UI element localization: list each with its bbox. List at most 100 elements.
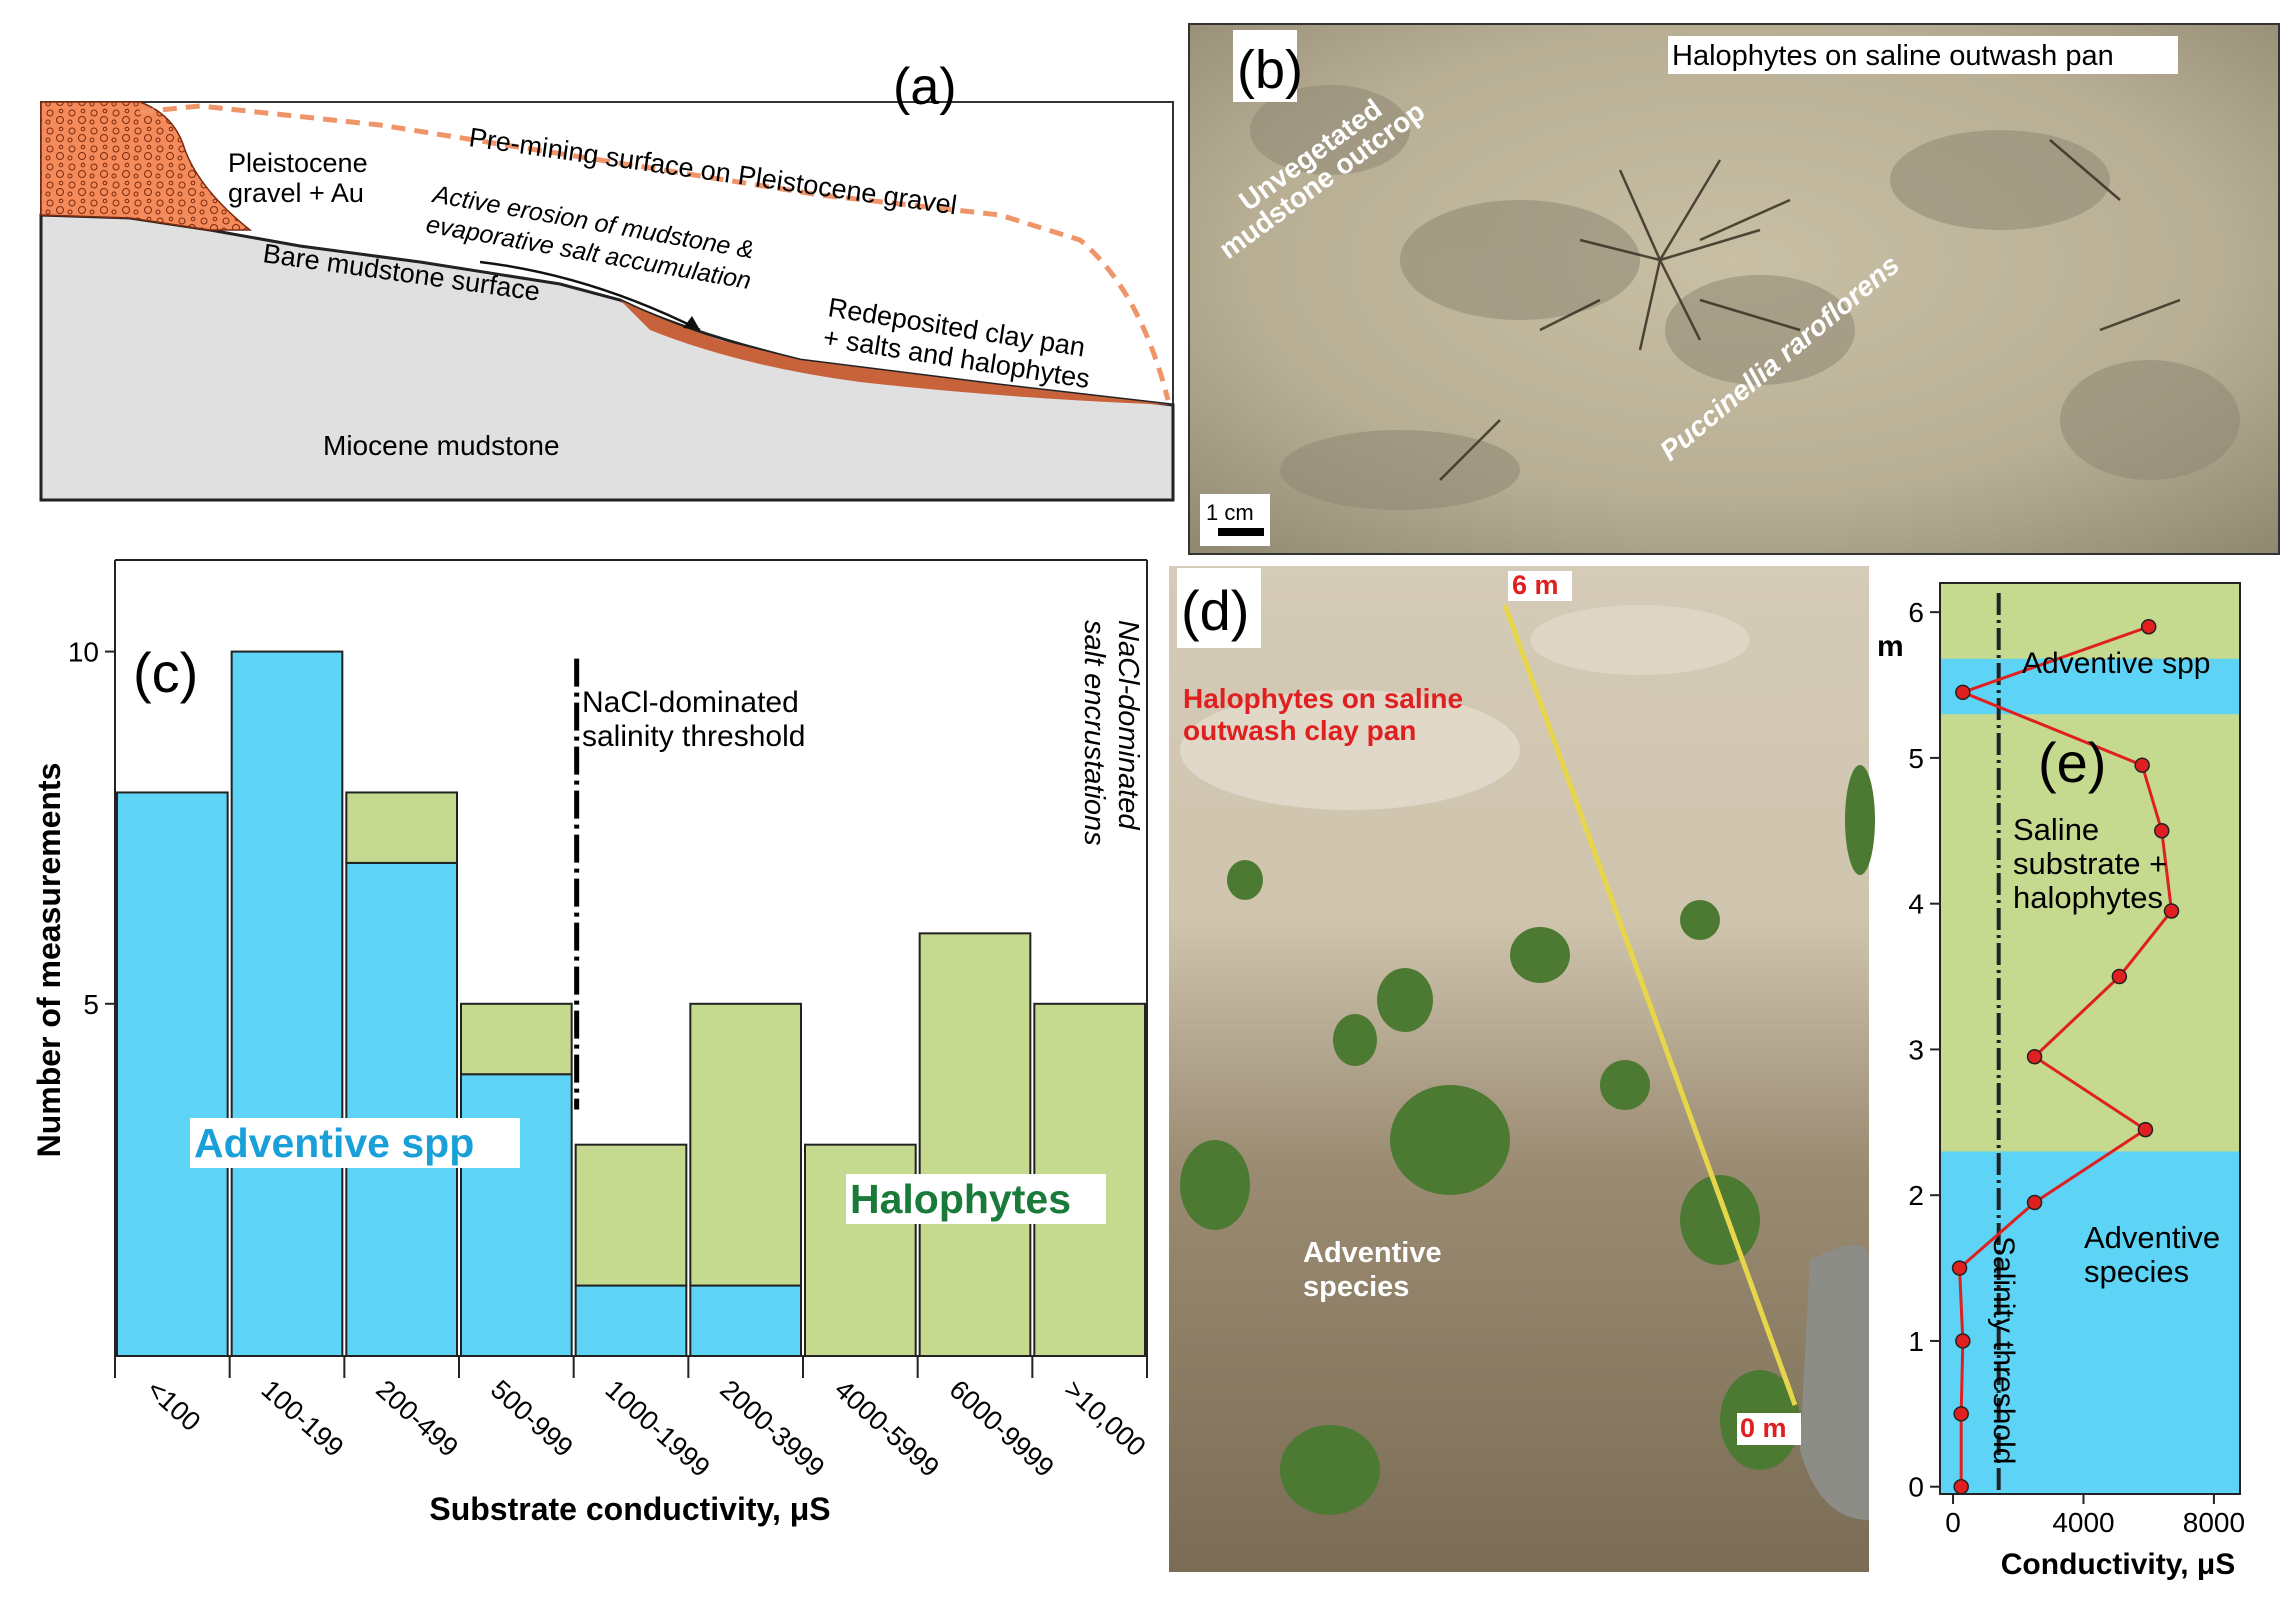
bar-halophytes-3 (460, 1002, 573, 1076)
profile-point-8 (2026, 1194, 2043, 1211)
x-tick-label-5: 2000-3999 (714, 1374, 830, 1483)
chart-c-y-ticks: 5 10 (68, 637, 115, 1020)
x-tick-label-8: >10,000 (1058, 1374, 1151, 1462)
photo-d-clay-pan (1180, 690, 1520, 810)
e-y-tick-label-4: 4 (1908, 889, 1924, 920)
encrust-label-line2: salt encrustations (1078, 620, 1110, 846)
e-y-tick-label-2: 2 (1908, 1180, 1924, 1211)
panel-d-letter: (d) (1181, 579, 1249, 642)
bar-adventive-2 (345, 861, 459, 1357)
adventive-band-label: Adventive spp (2022, 647, 2210, 680)
profile-point-3 (2153, 823, 2170, 839)
y-tick-label-0: 5 (83, 989, 99, 1020)
x-tick-label-2: 200-499 (370, 1374, 464, 1463)
adventive-photo-label-line1: Adventive (1303, 1237, 1442, 1269)
pleistocene-gravel-body (40, 101, 253, 231)
e-y-tick-label-0: 0 (1908, 1472, 1924, 1503)
panel-b-title-bg (1668, 36, 2178, 74)
panel-b-letter-bg (1233, 30, 1297, 102)
tape-top-label-bg (1508, 571, 1572, 601)
profile-point-4 (2163, 903, 2180, 919)
panel-b-title: Halophytes on saline outwash pan (1672, 40, 2114, 72)
chart-e-y-ticks: 0 1 2 3 4 5 6 (1908, 597, 1940, 1503)
halophytes-photo-label-line1: Halophytes on saline (1183, 683, 1463, 714)
profile-point-5 (2111, 968, 2128, 985)
adventive-label-bg (190, 1118, 520, 1168)
photo-b-plant-stems (1439, 139, 2181, 481)
redeposited-clay-pan (620, 300, 1173, 405)
bar-adventive-4 (574, 1284, 688, 1357)
chart-c-bars (116, 650, 1147, 1358)
e-y-tick-label-5: 5 (1908, 743, 1924, 774)
profile-point-12 (1953, 1478, 1969, 1495)
panel-e-letter: (e) (2038, 731, 2106, 794)
conductivity-profile-points (1951, 618, 2180, 1495)
photo-d-measuring-tape (1502, 604, 1798, 1406)
photo-b-texture (1250, 85, 2240, 510)
e-y-tick-label-3: 3 (1908, 1034, 1924, 1065)
adventive-lower-band (1940, 1151, 2240, 1494)
bar-halophytes-4 (574, 1143, 688, 1287)
halophytes-label-bg (846, 1174, 1106, 1224)
tape-6m-label: 6 m (1512, 570, 1559, 600)
scale-bar (1218, 528, 1264, 536)
chart-c-y-axis-label: Number of measurements (31, 763, 67, 1158)
erosion-arrow-head (683, 316, 700, 330)
bar-halophytes-2 (345, 791, 459, 864)
adventive-species-label-line1: Adventive (2084, 1220, 2220, 1255)
gravel-label-line2: gravel + Au (228, 178, 364, 208)
saline-label-line1: Saline (2013, 812, 2099, 847)
gravel-label-line1: Pleistocene (228, 148, 368, 178)
x-tick-label-0: <100 (141, 1374, 206, 1437)
bar-halophytes-5 (689, 1002, 802, 1287)
panel-a-letter: (a) (893, 58, 957, 116)
bar-adventive-3 (460, 1073, 573, 1357)
panel-d: (d) 6 m 0 m Halophytes on saline outwash… (1169, 566, 1875, 1572)
photo-d-clay-pan-2 (1530, 605, 1750, 675)
e-y-tick-label-6: 6 (1908, 597, 1924, 628)
x-tick-label-1: 100-199 (256, 1374, 350, 1463)
y-tick-label-1: 10 (68, 637, 99, 668)
scale-bar-bg (1200, 494, 1270, 546)
profile-point-2 (2134, 757, 2150, 773)
panel-c-letter: (c) (133, 641, 198, 704)
halophytes-photo-label-line2: outwash clay pan (1183, 715, 1416, 746)
bar-adventive-1 (230, 650, 344, 1357)
e-x-tick-label-2: 8000 (2183, 1507, 2245, 1538)
profile-point-7 (2137, 1121, 2154, 1138)
adventive-spp-label: Adventive spp (194, 1120, 474, 1166)
erosion-arrow (479, 260, 701, 332)
profile-point-0 (2140, 618, 2157, 635)
tape-bottom-label-bg (1737, 1413, 1801, 1445)
chart-c-x-axis-label: Substrate conductivity, μS (429, 1491, 830, 1527)
encrust-label-line1: NaCl-dominated (1112, 620, 1144, 830)
panel-b: (b) Halophytes on saline outwash pan Unv… (1188, 23, 2280, 555)
miocene-label: Miocene mudstone (323, 430, 560, 461)
saline-label-line2: substrate + (2013, 846, 2167, 881)
bar-halophytes-7 (918, 932, 1032, 1358)
e-x-tick-label-1: 4000 (2052, 1507, 2114, 1538)
e-y-tick-label-1: 1 (1908, 1326, 1924, 1357)
photo-d-rock (1800, 1245, 1869, 1520)
panel-b-letter: (b) (1237, 40, 1303, 100)
bar-adventive-0 (116, 791, 229, 1357)
tape-0m-label: 0 m (1740, 1413, 1787, 1443)
adventive-photo-label-line2: species (1303, 1271, 1409, 1303)
chart-e-x-axis-label: Conductivity, μS (2001, 1548, 2235, 1581)
saline-label-line3: halophytes (2013, 880, 2163, 915)
threshold-label-line2: salinity threshold (582, 720, 805, 753)
x-tick-label-7: 6000-9999 (944, 1374, 1060, 1483)
profile-point-10 (1955, 1333, 1971, 1349)
x-tick-label-3: 500-999 (485, 1374, 579, 1463)
pre-mining-surface-line (139, 103, 1171, 401)
halophytes-label: Halophytes (850, 1176, 1071, 1222)
profile-point-11 (1953, 1406, 1969, 1422)
salinity-threshold-label: Salinity threshold (1987, 1236, 2020, 1464)
panel-a: (a) Pleistocene gravel + Au Pre-mining s… (39, 58, 1175, 502)
profile-point-9 (1951, 1260, 1968, 1276)
x-tick-label-4: 1000-1999 (600, 1374, 716, 1483)
